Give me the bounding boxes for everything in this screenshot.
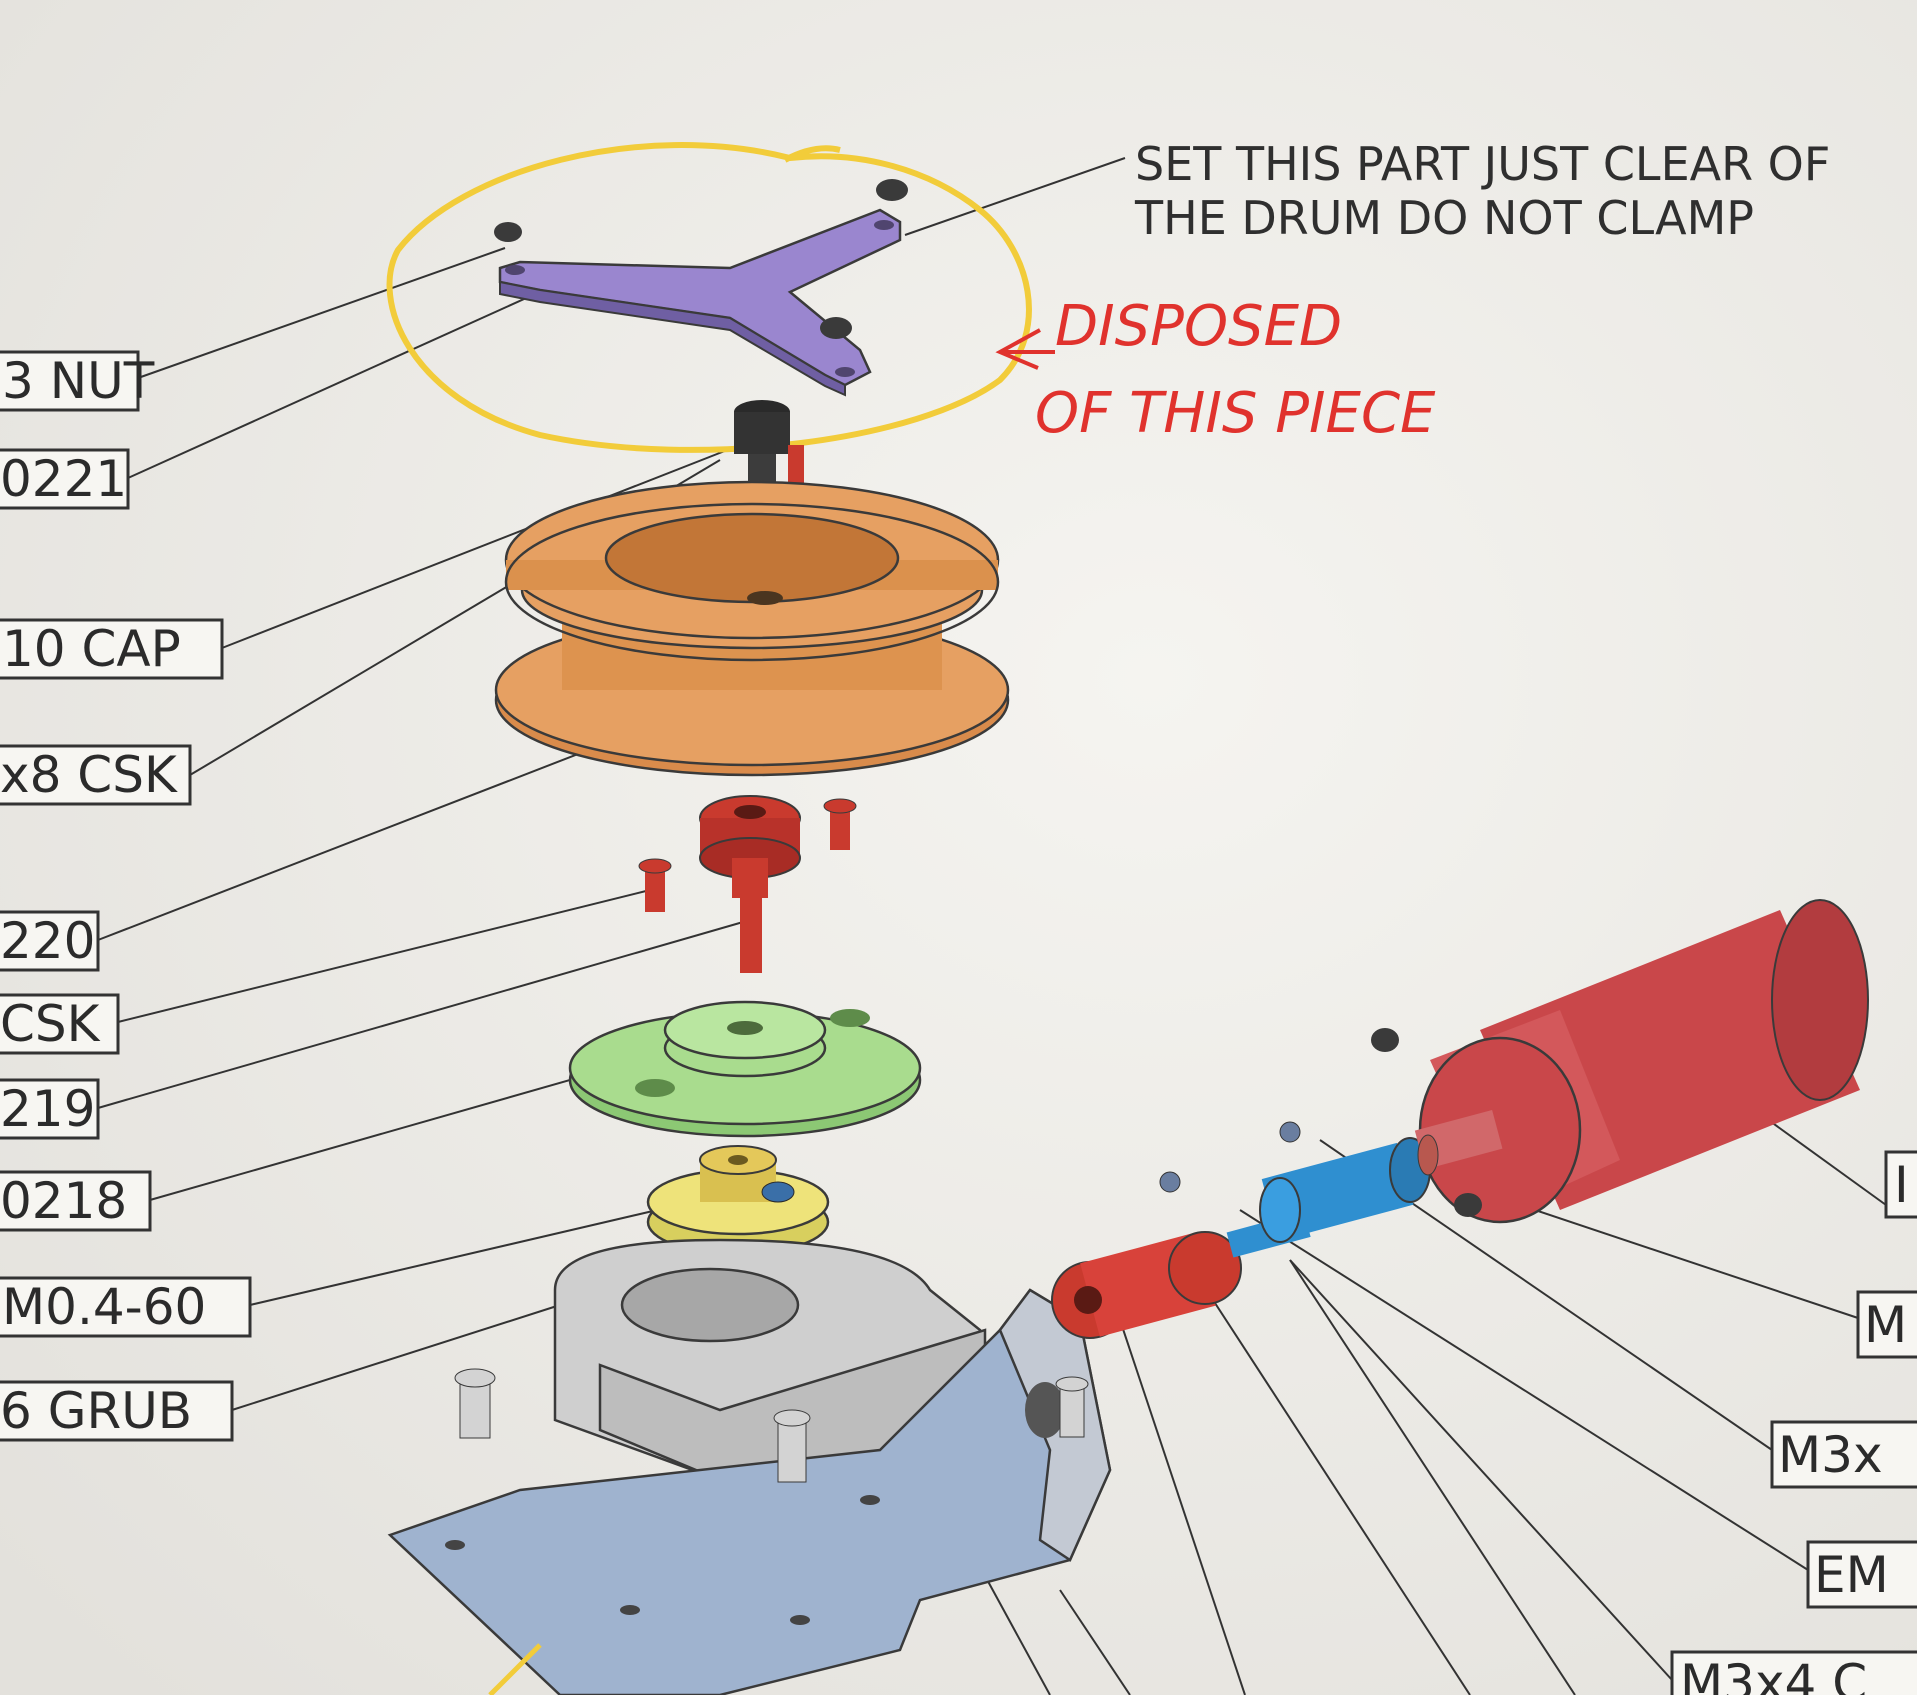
handwritten-arrow-icon (995, 328, 1055, 370)
yellow-pen-mark (488, 1643, 542, 1695)
right-callouts: I M M3x EM M3x4 C (1670, 1150, 1917, 1695)
green-plate-part (568, 1000, 922, 1138)
handwritten-line-1: DISPOSED (1055, 294, 1342, 359)
callout-label: EM (1814, 1546, 1889, 1604)
callout-label: M3x4 C (1680, 1654, 1867, 1695)
callout-label: I (1894, 1156, 1909, 1214)
motor-housing-part (454, 1238, 987, 1482)
highlight-loop (386, 142, 1032, 453)
callout-label: 10 CAP (2, 620, 181, 678)
callout-box (0, 1380, 234, 1442)
callout-box (1770, 1420, 1917, 1489)
handwritten-annotation: DISPOSED OF THIS PIECE (995, 294, 1436, 446)
callout-box (0, 1078, 100, 1140)
callout-box (1670, 1650, 1917, 1695)
drum-part (494, 480, 1010, 777)
callout-label: 0221 (0, 450, 127, 508)
callout-label: 220 (0, 912, 95, 970)
callout-box (0, 910, 100, 972)
assembly-note: SET THIS PART JUST CLEAR OF THE DRUM DO … (1134, 137, 1830, 245)
spider-bracket-part (498, 208, 902, 397)
yellow-pulley-part (646, 1145, 830, 1256)
callout-label: 3 NUT (2, 352, 155, 410)
handwritten-line-2: OF THIS PIECE (1035, 381, 1436, 446)
callout-label: x8 CSK (0, 746, 178, 804)
callout-box (0, 993, 120, 1055)
left-callouts: 3 NUT 0221 10 CAP x8 CSK 220 CSK 219 021… (0, 350, 252, 1442)
callout-box (0, 618, 224, 680)
callout-box (1806, 1540, 1917, 1609)
spider-nuts (494, 179, 908, 339)
note-leader-line (904, 157, 1126, 236)
callout-label: M (1864, 1296, 1907, 1354)
hub-shaft-part (638, 795, 857, 973)
callout-label: M0.4-60 (2, 1278, 206, 1336)
callout-label: 0218 (0, 1172, 127, 1230)
callout-box (0, 1170, 152, 1232)
shaft-couplers (1051, 1121, 1431, 1339)
note-line-1: SET THIS PART JUST CLEAR OF (1135, 137, 1830, 191)
callout-box (0, 1276, 252, 1338)
callout-label: CSK (0, 995, 101, 1053)
left-leader-lines (97, 247, 751, 1411)
gear-motor-part (1371, 899, 1869, 1224)
callout-label: M3x (1778, 1426, 1883, 1484)
callout-box (0, 448, 130, 510)
callout-label: 6 GRUB (0, 1382, 192, 1440)
callout-box (0, 744, 192, 806)
mounting-bracket-part (387, 1288, 1112, 1695)
callout-box (0, 350, 140, 412)
callout-label: 219 (0, 1080, 95, 1138)
callout-box (1884, 1150, 1917, 1219)
callout-box (1856, 1290, 1917, 1359)
note-line-2: THE DRUM DO NOT CLAMP (1134, 191, 1754, 245)
